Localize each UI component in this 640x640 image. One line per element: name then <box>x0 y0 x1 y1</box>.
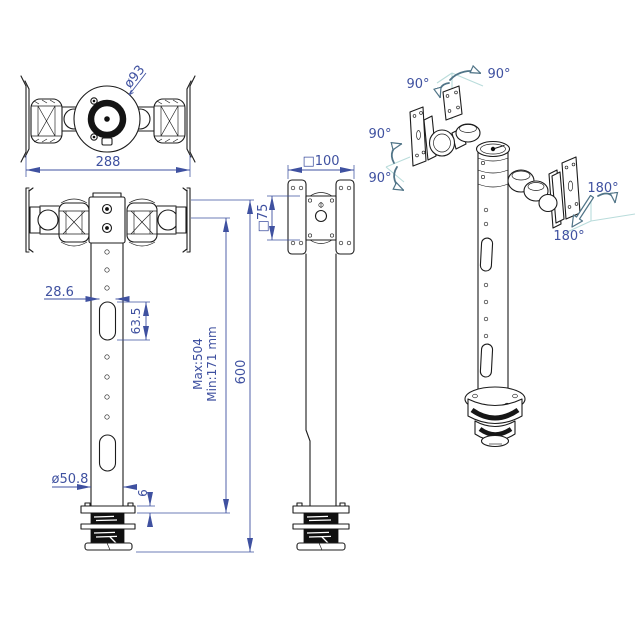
dim-slot-height: 63.5 <box>117 301 150 341</box>
angle-90-low-left: 90° <box>368 171 391 186</box>
side-view: □100 □75 <box>256 154 355 551</box>
top-center-flange <box>73 85 141 153</box>
iso-pole-slot-lower <box>479 343 494 378</box>
side-pole <box>305 253 337 507</box>
dim-flange-diameter-label: ø93 <box>121 63 148 92</box>
angle-90-top-left: 90° <box>406 77 429 92</box>
iso-right-ball-joint <box>538 193 558 213</box>
dim-adjust-range: Max:504 Min:171 mm <box>137 217 230 514</box>
iso-left-arm <box>409 85 481 167</box>
angle-180-upper: 180° <box>587 181 618 196</box>
dim-slot-height-label: 63.5 <box>129 308 143 335</box>
angle-90-top-right: 90° <box>487 67 510 82</box>
front-pole <box>90 242 124 507</box>
front-right-ball-joint <box>157 209 179 231</box>
front-left-ball-joint <box>37 209 59 231</box>
iso-right-arm <box>507 156 581 229</box>
front-pole-slot-upper <box>98 301 117 341</box>
dim-vesa-100: □100 <box>287 154 355 179</box>
dim-pole-diameter: ø50.8 <box>52 472 137 490</box>
dim-flange-diameter: ø93 <box>121 63 148 96</box>
front-right-plate-edge <box>182 187 191 253</box>
top-right-arm-barrel <box>153 98 186 144</box>
top-arm-links <box>61 106 155 132</box>
dim-slot-width-label: 28.6 <box>45 285 74 300</box>
dim-slot-width: 28.6 <box>44 285 130 302</box>
rotate-arrow-right-upper <box>597 194 615 202</box>
dim-total-height-label: 600 <box>234 360 249 385</box>
top-right-plate-edge <box>186 75 196 163</box>
dim-min-label: Min:171 mm <box>205 326 219 401</box>
top-left-plate-edge <box>20 75 30 163</box>
iso-base-clamp <box>464 386 526 448</box>
dim-pole-diameter-label: ø50.8 <box>52 472 89 487</box>
angle-180-lower: 180° <box>553 229 584 244</box>
dim-plate-thickness-label: 6 <box>136 489 150 497</box>
front-right-bracket <box>175 206 187 234</box>
dim-vesa-75: □75 <box>256 195 300 241</box>
dim-arm-span: 288 <box>25 155 191 177</box>
rotate-arrow-top-right <box>449 71 480 81</box>
iso-pole-slot-upper <box>479 237 494 272</box>
front-pole-slot-lower <box>98 434 117 472</box>
side-desk-clamp <box>292 502 350 551</box>
iso-left-barrel <box>455 123 481 143</box>
angle-90-mid-left: 90° <box>368 127 391 142</box>
top-view: ø93 <box>20 63 196 163</box>
front-view: 28.6 63.5 Max:504 Min:171 mm 600 ø50.8 <box>25 187 254 553</box>
iso-rotation-arrows <box>392 71 615 228</box>
dim-arm-span-label: 288 <box>96 155 121 170</box>
isometric-view: 90° 90° 90° 90° 180° 180° <box>368 67 636 448</box>
front-left-plate-edge <box>25 187 34 253</box>
side-right-vesa-plate <box>335 179 355 255</box>
dim-vesa-75-label: □75 <box>256 204 271 233</box>
front-head-block <box>88 192 126 244</box>
dim-plate-thickness: 6 <box>136 489 153 527</box>
front-left-arm-barrel <box>58 198 90 247</box>
tilt-arrow-low-left <box>394 166 403 190</box>
iso-right-vesa-plate <box>561 156 581 220</box>
rotate-arrow-right-lower <box>571 194 595 228</box>
side-adapter-plate <box>305 192 337 244</box>
dim-total-height: 600 <box>136 199 254 553</box>
iso-left-vesa-plate <box>409 106 427 167</box>
dim-max-label: Max:504 <box>191 338 205 390</box>
iso-top-vesa-plate <box>442 85 463 121</box>
rotate-arrow-top-left <box>439 82 450 97</box>
front-desk-clamp <box>80 502 136 551</box>
top-left-arm-barrel <box>30 98 63 144</box>
dim-vesa-100-label: □100 <box>302 154 339 169</box>
tilt-arrow-mid-left <box>392 144 401 164</box>
side-left-vesa-plate <box>287 179 307 255</box>
front-right-arm-barrel <box>126 198 158 247</box>
iso-pole <box>475 140 511 393</box>
